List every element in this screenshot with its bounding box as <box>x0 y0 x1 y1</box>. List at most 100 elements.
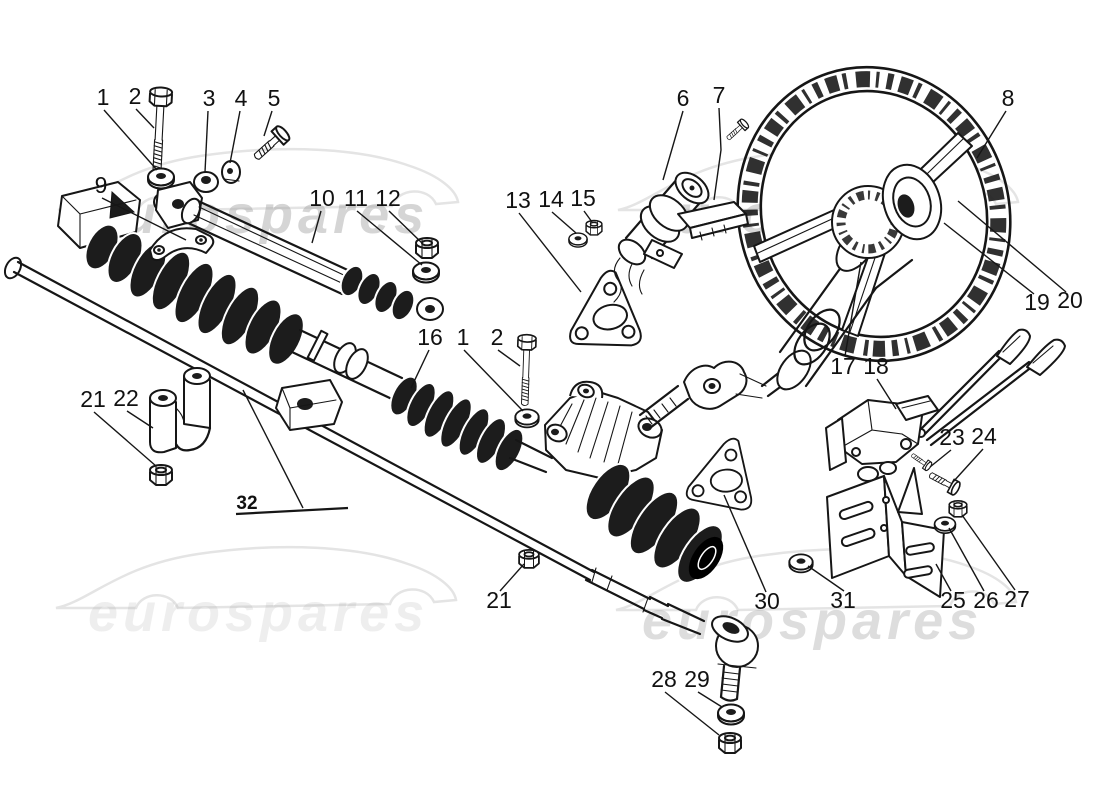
leader-line-25-26 <box>935 563 952 592</box>
leader-line-4-3 <box>229 110 241 164</box>
washer-1b <box>514 408 540 429</box>
nut-21a <box>149 464 173 486</box>
clamp-strap <box>149 227 215 262</box>
leader-line-22-23 <box>126 410 154 429</box>
part-label-11-10: 11 <box>344 185 368 211</box>
steering-column <box>760 163 943 398</box>
leader-line-13-12 <box>518 212 582 293</box>
leader-line-32-33 <box>242 389 304 509</box>
part-label-14-13: 14 <box>538 186 564 212</box>
part-label-28-29: 28 <box>651 666 677 692</box>
leader-line-6-5 <box>662 110 684 181</box>
leader-line-17-18 <box>844 261 862 357</box>
leader-line-27-28 <box>961 514 1016 591</box>
ignition-switch <box>613 171 749 303</box>
screw-5 <box>248 123 293 166</box>
part-label-32-33: 32 <box>236 493 257 514</box>
screw-7 <box>723 117 751 144</box>
nut-28 <box>718 732 742 754</box>
leader-line-10-9 <box>311 210 322 244</box>
washer-11 <box>412 261 440 284</box>
watermark-text-0: eurospares <box>88 185 429 245</box>
part-label-7-6: 7 <box>713 82 726 108</box>
washer-29 <box>717 703 745 726</box>
flange-plate-13 <box>568 265 651 354</box>
leader-line-8-7 <box>976 110 1007 159</box>
steering-damper <box>153 181 444 322</box>
leader-line-16-15 <box>410 349 430 389</box>
leader-line-1-16 <box>463 349 524 412</box>
part-label-8-7: 8 <box>1002 85 1015 111</box>
universal-joint <box>638 360 767 430</box>
leader-line-31-32 <box>807 565 845 592</box>
part-label-17-18: 17 <box>830 353 856 379</box>
clamp-block-22 <box>149 367 212 454</box>
part-label-21-34: 21 <box>486 587 512 613</box>
part-label-13-12: 13 <box>505 187 531 213</box>
leader-line-3-2 <box>204 110 209 173</box>
part-label-1-16: 1 <box>457 324 470 350</box>
indicator-stalks <box>916 328 1066 447</box>
part-label-27-28: 27 <box>1004 586 1030 612</box>
part-label-18-19: 18 <box>863 353 889 379</box>
bolt-2b <box>514 333 538 407</box>
leader-line-21-22 <box>93 411 157 467</box>
part-label-9-8: 9 <box>95 172 108 198</box>
screw-23 <box>908 450 934 473</box>
part-label-30-31: 30 <box>754 588 780 614</box>
part-label-21-22: 21 <box>80 386 106 412</box>
leader-line-18-19 <box>876 378 897 410</box>
leader-line-23-24 <box>929 449 952 468</box>
part-label-23-24: 23 <box>939 424 965 450</box>
part-label-22-23: 22 <box>113 385 139 411</box>
part-label-10-9: 10 <box>309 185 335 211</box>
part-label-15-14: 15 <box>570 185 596 211</box>
grommet-31 <box>788 553 814 574</box>
leader-line-11-10 <box>356 210 423 266</box>
leader-line-9-8 <box>101 197 187 241</box>
leader-line-2-1 <box>135 108 155 129</box>
part-label-31-32: 31 <box>830 587 856 613</box>
washer-4 <box>221 160 241 184</box>
leader-line-28-29 <box>664 691 720 736</box>
leader-line-20-21 <box>957 200 1067 293</box>
artwork <box>3 65 1066 754</box>
part-label-6-5: 6 <box>677 85 690 111</box>
leader-line-1-0 <box>103 109 158 171</box>
leader-line-2-17 <box>497 349 521 367</box>
leader-line-15-14 <box>583 210 593 223</box>
washer-3 <box>193 171 219 193</box>
part-label-4-3: 4 <box>235 85 248 111</box>
leader-line-21-34 <box>499 563 525 592</box>
part-label-2-1: 2 <box>129 83 142 109</box>
leader-line-30-31 <box>723 494 767 593</box>
nut-15 <box>585 219 603 236</box>
leader-line-5-4 <box>263 110 273 137</box>
steering-rack <box>57 181 554 474</box>
tie-rod-end <box>711 615 759 702</box>
part-label-1-0: 1 <box>97 84 110 110</box>
leader-line-19-20 <box>943 222 1035 295</box>
column-boot <box>584 463 724 584</box>
watermark-text-3: eurospares <box>642 591 983 651</box>
leader-line-7-6 <box>713 107 722 201</box>
part-label-3-2: 3 <box>203 85 216 111</box>
leader-line-29-30 <box>697 691 723 708</box>
part-label-5-4: 5 <box>268 85 281 111</box>
leader-line-14-13 <box>551 211 577 234</box>
part-label-19-20: 19 <box>1024 289 1050 315</box>
column-switch-housing <box>825 395 939 482</box>
washer-1a <box>147 167 175 190</box>
part-label-20-21: 20 <box>1057 287 1083 313</box>
washer-14 <box>568 232 588 248</box>
part-label-29-30: 29 <box>684 666 710 692</box>
part-label-26-27: 26 <box>973 587 999 613</box>
watermark-text-2: eurospares <box>88 583 429 643</box>
part-label-25-26: 25 <box>940 587 966 613</box>
mounting-bracket-25 <box>826 467 945 598</box>
part-label-12-11: 12 <box>375 185 401 211</box>
part-label-2-17: 2 <box>491 324 504 350</box>
